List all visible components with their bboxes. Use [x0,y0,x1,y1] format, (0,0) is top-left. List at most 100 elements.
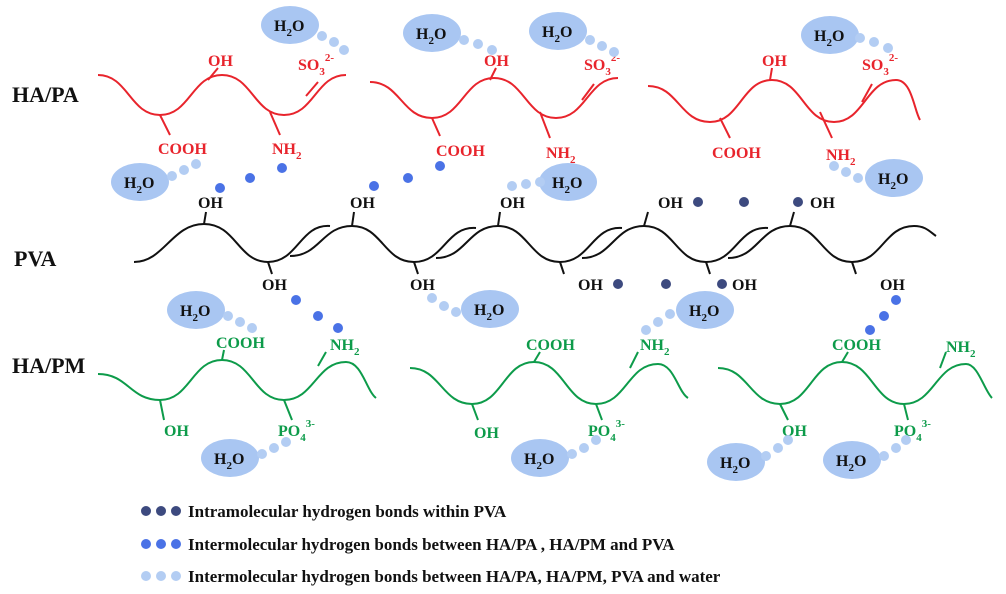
ha-pa-chain-2-branch-oh [489,67,497,81]
oh-label: OH [208,53,233,70]
inter-polymer-bond-dots [215,161,901,335]
water-molecule: H2O [801,16,859,54]
oh-label: OH [732,277,757,294]
ha-pa-chains [97,67,921,139]
nh2-label: NH2 [546,145,576,166]
oh-label: OH [410,277,435,294]
water-molecule: H2O [865,159,923,197]
ha-pa-chain-3-branch-nh2 [819,111,833,139]
oh-label: OH [578,277,603,294]
cooh-label: COOH [436,143,485,160]
ha-pa-chain-2-branch-so3 [581,83,595,101]
legend: Intramolecular hydrogen bonds within PVA… [141,502,721,586]
oh-label: OH [658,195,683,212]
pva-chain-3 [435,224,623,264]
legend-item-inter-polymer: Intermolecular hydrogen bonds between HA… [141,535,675,554]
svg-text:H2O: H2O [814,28,844,49]
row-label-ha-pa: HA/PA [12,82,79,107]
legend-item-water: Intermolecular hydrogen bonds between HA… [141,567,721,586]
svg-text:H2O: H2O [274,18,304,39]
ha-pa-chain-2-branch-cooh [431,117,441,137]
svg-text:H2O: H2O [416,26,446,47]
ha-pa-chain-2-branch-nh2 [539,111,551,139]
ha-pa-chain-3-branch-so3 [861,83,873,103]
ha-pa-chain-1-branch-nh2 [269,111,281,136]
ha-pm-chain-2 [409,360,689,406]
nh2-label: NH2 [826,147,856,168]
svg-text:H2O: H2O [474,302,504,323]
ha-pa-chain-3 [647,78,921,124]
nh2-label: NH2 [640,337,670,358]
svg-text:H2O: H2O [214,451,244,472]
nh2-label: NH2 [330,337,360,358]
svg-text:H2O: H2O [689,303,719,324]
pva-chain-5 [727,224,937,264]
ha-pa-chain-1-branch-so3 [305,81,319,97]
pva-chain-1 [133,222,331,264]
pva-groups: OH OH OH OH OH OH OH OH OH OH [198,195,905,294]
water-molecule: H2O [529,12,587,50]
cooh-label: COOH [216,335,265,352]
water-molecule: H2O [111,163,169,201]
svg-text:H2O: H2O [124,175,154,196]
svg-text:H2O: H2O [878,171,908,192]
water-molecule: H2O [261,6,319,44]
cooh-label: COOH [526,337,575,354]
po4-label: PO43- [278,418,315,444]
svg-text:H2O: H2O [180,303,210,324]
ha-pa-chain-1 [97,73,347,117]
ha-pm-chains [97,349,993,421]
oh-label: OH [474,425,499,442]
intra-pva-bond-dots [613,197,803,289]
so3-label: SO32- [298,52,334,78]
water-molecule: H2O [539,163,597,201]
oh-label: OH [262,277,287,294]
oh-label: OH [198,195,223,212]
ha-pa-groups: OH SO32- COOH NH2 OH SO32- COOH NH2 OH S… [158,52,898,168]
water-molecule: H2O [403,14,461,52]
oh-label: OH [164,423,189,440]
legend-label: Intermolecular hydrogen bonds between HA… [188,567,721,586]
ha-pa-chain-2 [369,76,619,120]
ha-pa-chain-1-branch-cooh [159,114,171,136]
ha-pm-groups: COOH NH2 OH PO43- COOH NH2 OH PO43- COOH… [164,335,976,444]
oh-label: OH [500,195,525,212]
cooh-label: COOH [158,141,207,158]
water-molecule: H2O [707,443,765,481]
ha-pa-chain-3-branch-oh [769,67,773,81]
svg-text:H2O: H2O [720,455,750,476]
oh-label: OH [810,195,835,212]
svg-text:H2O: H2O [836,453,866,474]
legend-label: Intermolecular hydrogen bonds between HA… [188,535,675,554]
water-molecule: H2O [201,439,259,477]
water-molecule: H2O [167,291,225,329]
water-molecule: H2O [676,291,734,329]
pva-chains [133,211,937,275]
legend-label: Intramolecular hydrogen bonds within PVA [188,502,507,521]
water-molecule: H2O [823,441,881,479]
ha-pa-chain-3-branch-cooh [719,117,731,139]
water-molecules: H2O H2O H2O H2O H2O H2O H2O H2O H2O H2O … [111,6,923,481]
oh-label: OH [350,195,375,212]
pva-chain-2 [289,224,477,264]
legend-item-intra-pva: Intramolecular hydrogen bonds within PVA [141,502,507,521]
po4-label: PO43- [894,418,931,444]
nh2-label: NH2 [272,141,302,162]
pva-chain-4 [581,224,769,264]
svg-text:H2O: H2O [542,24,572,45]
ha-pm-chain-1 [97,358,377,402]
svg-text:H2O: H2O [524,451,554,472]
so3-label: SO32- [584,52,620,78]
row-label-pva: PVA [14,246,56,271]
water-molecule: H2O [461,290,519,328]
water-molecule: H2O [511,439,569,477]
cooh-label: COOH [712,145,761,162]
cooh-label: COOH [832,337,881,354]
so3-label: SO32- [862,52,898,78]
ha-pm-chain-3 [717,360,993,406]
row-label-ha-pm: HA/PM [12,353,86,378]
oh-label: OH [484,53,509,70]
nh2-label: NH2 [946,339,976,360]
oh-label: OH [762,53,787,70]
